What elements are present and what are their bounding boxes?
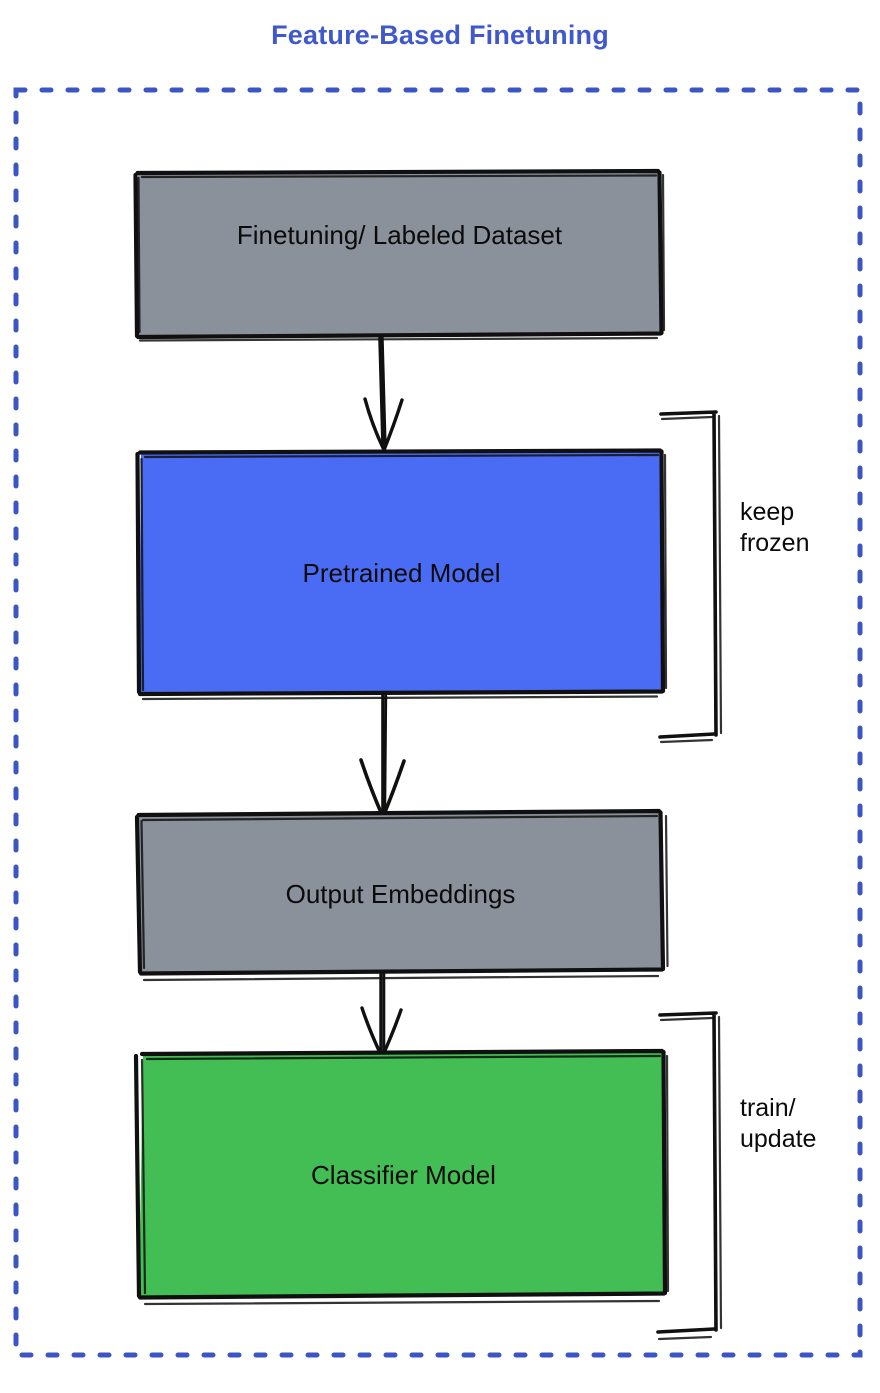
edge-dataset-to-pretrained	[363, 336, 404, 452]
dashed-boundary	[13, 87, 863, 1358]
node-classifier-model[interactable]	[133, 1048, 670, 1306]
node-output-embeddings[interactable]	[134, 808, 669, 982]
annotation-train-update-label: train/ update	[740, 1094, 817, 1153]
bracket-train-update	[656, 1011, 723, 1341]
bracket-keep-frozen	[658, 410, 723, 744]
edge-pretrained-to-embeddings	[359, 692, 406, 819]
page-title: Feature-Based Finetuning	[271, 20, 609, 50]
node-pretrained-model[interactable]	[135, 448, 668, 701]
annotation-keep-frozen-label: keep frozen	[740, 498, 810, 557]
node-dataset[interactable]	[133, 168, 666, 342]
edge-embeddings-to-classifier	[360, 970, 403, 1059]
